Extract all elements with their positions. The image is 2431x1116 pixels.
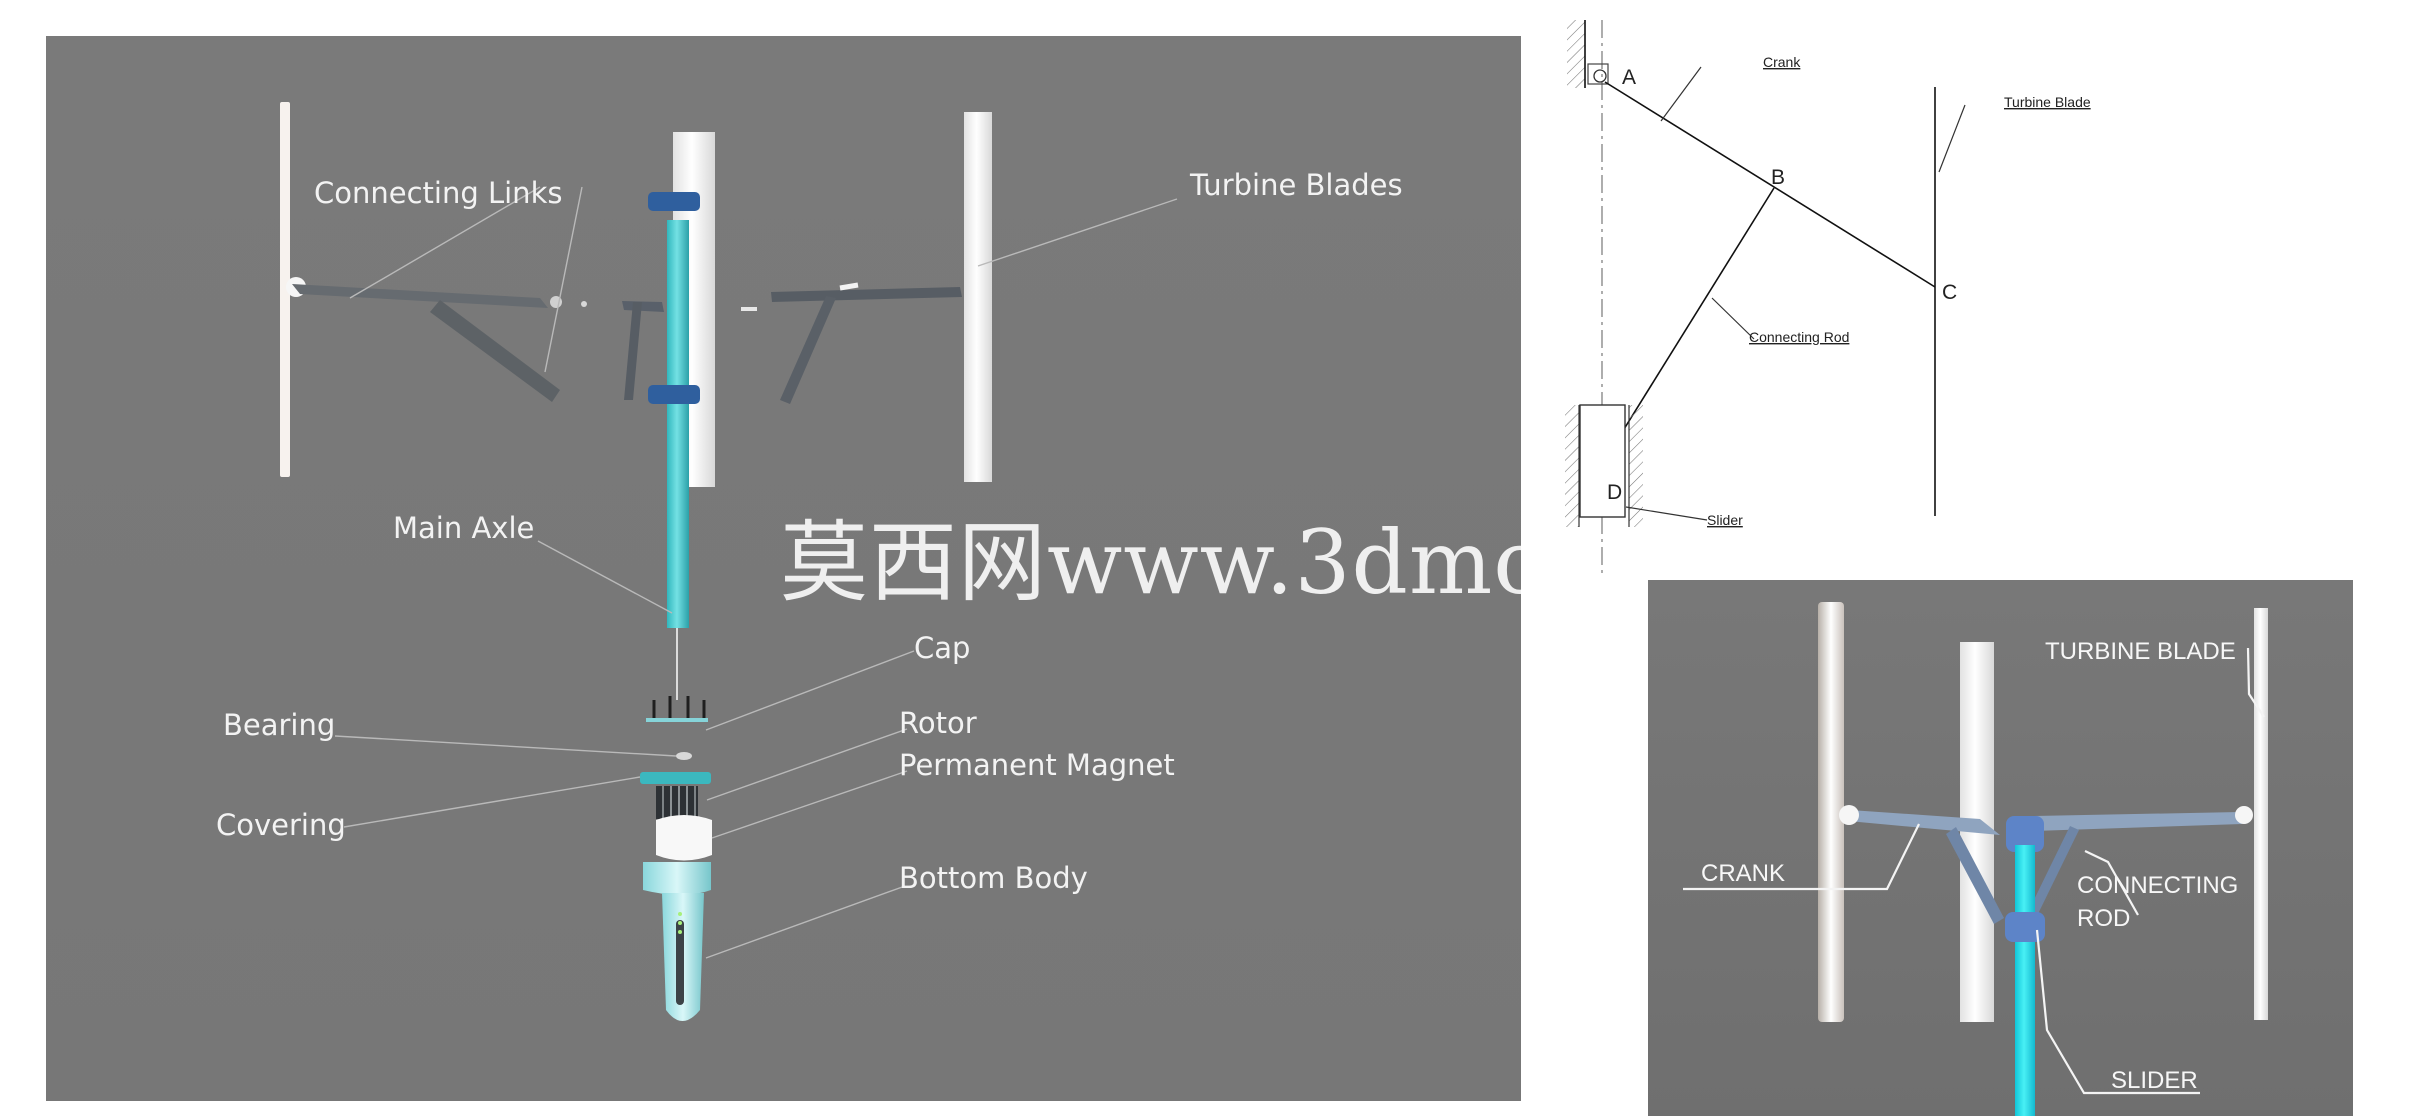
mechanism-render-background <box>1648 580 2353 1116</box>
right-slider-hatch <box>1629 405 1643 527</box>
bearing-part <box>676 752 692 760</box>
turbine-blades-label: Turbine Blades <box>1189 168 1403 202</box>
crank-schematic-label: Crank <box>1763 54 1801 70</box>
render-connecting-label-line-2: ROD <box>2077 905 2130 932</box>
render-top-slider <box>2006 816 2044 852</box>
cap-leader <box>705 650 915 731</box>
right-link-pin <box>839 282 859 291</box>
bottom-body-leader <box>705 885 906 959</box>
rotor-top-plate <box>640 772 711 784</box>
render-left-crank <box>1848 810 2000 835</box>
render-slider-leader <box>2035 929 2200 1095</box>
permanent-magnet-leader <box>711 770 908 839</box>
permanent-magnet-ring <box>656 815 712 861</box>
point-b-label: B <box>1771 166 1785 189</box>
render-right-hinge <box>2235 806 2253 824</box>
center-left-rod <box>624 302 642 400</box>
render-connecting-label-line-1: CONNECTING <box>2077 872 2238 899</box>
right-crank-link <box>771 287 962 302</box>
connecting-links-leader-1 <box>349 186 541 299</box>
turbine-blade-schematic-label: Turbine Blade <box>2004 94 2091 110</box>
pin-a-box <box>1587 63 1609 85</box>
bearing-label: Bearing <box>223 708 335 742</box>
main-axle-leader <box>537 540 673 614</box>
rotor-magnet-stack <box>656 786 698 819</box>
render-left-connecting-rod <box>1946 827 2004 924</box>
slider-block <box>1579 404 1626 518</box>
exploded-render-panel: Connecting Links Turbine Blades Main Axl… <box>46 36 1627 1101</box>
turbine-blades-leader <box>977 198 1178 267</box>
lower-axle-clamp <box>648 385 700 404</box>
cap-label: Cap <box>914 631 970 665</box>
render-right-connecting-rod <box>2028 826 2079 918</box>
right-render-blade <box>2254 608 2268 1020</box>
render-turbine-blade-label: TURBINE BLADE <box>2045 638 2236 665</box>
upper-axle-clamp <box>648 192 700 211</box>
render-slider-label: SLIDER <box>2111 1067 2198 1094</box>
slider-leader <box>1625 506 1708 521</box>
covering-ring <box>643 862 711 895</box>
top-hatched-support <box>1567 20 1585 88</box>
status-led-1 <box>678 912 682 916</box>
point-c-label: C <box>1942 281 1957 304</box>
mechanism-schematic: A B C D Crank Turbine Blade Connecting R… <box>1565 20 2091 575</box>
exploded-render-background <box>46 36 1521 1101</box>
connecting-links-leader-2 <box>544 186 583 373</box>
crank-line <box>1604 81 1936 288</box>
crank-leader <box>1660 66 1702 122</box>
right-turbine-blade <box>964 112 992 482</box>
permanent-magnet-label: Permanent Magnet <box>899 748 1175 782</box>
render-crank-label: CRANK <box>1701 860 1785 887</box>
right-connecting-rod <box>780 296 836 404</box>
left-slider-hatch <box>1565 405 1579 527</box>
left-turbine-blade <box>280 102 290 477</box>
main-axle <box>667 220 689 628</box>
render-turbine-blade-leader <box>2246 647 2265 718</box>
turbine-blade-leader <box>1938 104 1966 173</box>
status-led-3 <box>678 930 682 934</box>
covering-leader <box>343 776 641 828</box>
render-crank-leader <box>1683 823 1920 891</box>
bearing-leader <box>334 735 677 757</box>
watermark-text: 莫西网www.3dmox. <box>780 511 1627 614</box>
bottom-body-label: Bottom Body <box>899 861 1088 895</box>
main-axle-label: Main Axle <box>393 511 534 545</box>
status-led-2 <box>678 921 682 925</box>
rotor-label: Rotor <box>899 706 977 740</box>
bottom-body-display <box>676 920 684 1005</box>
left-render-blade <box>1818 602 1844 1022</box>
render-main-axle <box>2015 845 2035 1116</box>
left-connecting-rod <box>430 300 560 402</box>
point-a-label: A <box>1622 66 1636 89</box>
render-bottom-slider <box>2005 912 2045 942</box>
connecting-links-label: Connecting Links <box>314 176 562 210</box>
slider-schematic-label: Slider <box>1707 512 1743 528</box>
mechanism-render-panel: TURBINE BLADE CRANK CONNECTING ROD SLIDE… <box>1648 580 2353 1116</box>
cap-assembly <box>646 696 708 722</box>
rotor-leader <box>706 728 908 801</box>
covering-label: Covering <box>216 808 346 842</box>
left-link-spacer <box>581 301 587 307</box>
connecting-rod-schematic-label: Connecting Rod <box>1749 329 1849 345</box>
render-connecting-rod-leader <box>2084 850 2139 916</box>
render-left-hinge <box>1839 805 1859 825</box>
left-crank-link <box>292 284 548 308</box>
pin-a-circle <box>1593 69 1607 83</box>
render-right-crank <box>2034 812 2242 831</box>
connecting-rod-leader <box>1711 297 1755 340</box>
point-d-label: D <box>1607 481 1622 504</box>
